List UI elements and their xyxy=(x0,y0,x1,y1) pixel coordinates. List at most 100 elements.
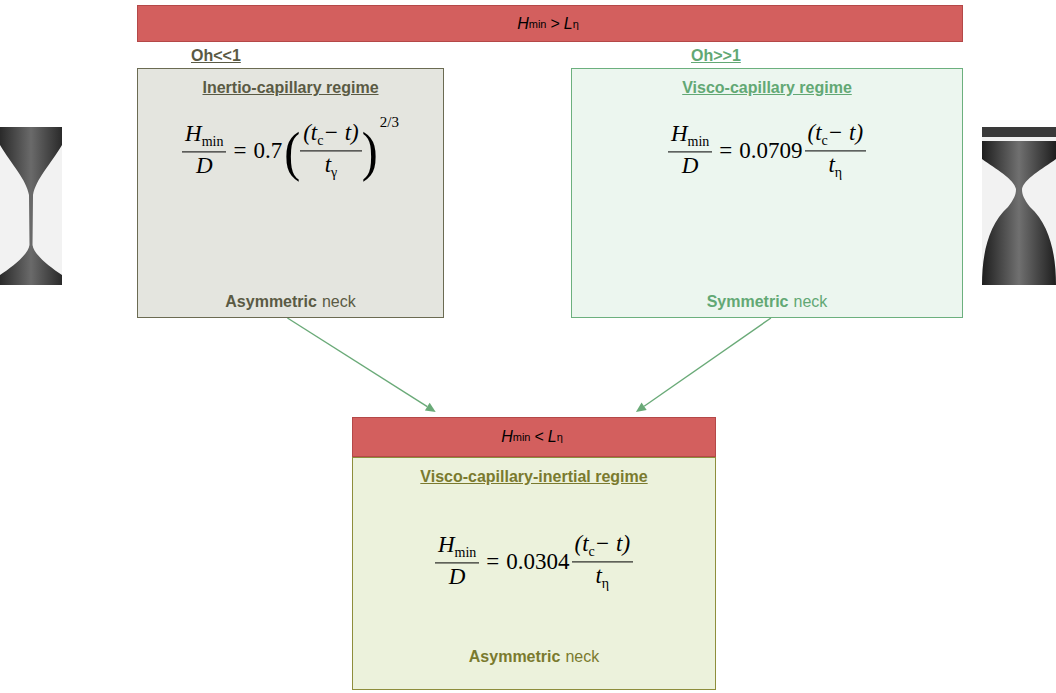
formula-symbol: t xyxy=(595,564,601,589)
formula-symbol: ( xyxy=(284,123,300,178)
text-group: HminD=0.7((tc− t)tγ)2/3 xyxy=(182,120,399,181)
neck-word: neck xyxy=(322,293,356,311)
formula-symbol: min xyxy=(455,546,477,561)
formula-symbol: t xyxy=(828,153,834,178)
ohnesorge-label: Oh<<1 xyxy=(191,47,241,65)
regime-box: Oh<<1Inertio-capillary regimeHminD=0.7((… xyxy=(137,68,444,318)
formula-symbol: 0.0304 xyxy=(506,549,569,575)
arrow-connector xyxy=(287,318,435,412)
arrow-head xyxy=(425,403,436,412)
text-row: Oh<<1 xyxy=(191,47,241,65)
connector-line xyxy=(644,318,771,406)
formula-symbol: min xyxy=(202,135,224,150)
formula-symbol: c xyxy=(822,133,828,148)
fraction: (tc− t)tγ xyxy=(300,120,362,181)
numerator: Hmin xyxy=(435,533,479,564)
text-group: Oh<<1 xyxy=(191,47,241,65)
formula-symbol: H xyxy=(438,533,455,558)
numerator: Hmin xyxy=(182,122,226,153)
arrow-connector xyxy=(636,318,771,412)
formula-symbol: min xyxy=(529,18,547,30)
text-row: Symmetric neck xyxy=(572,293,962,311)
formula-symbol: = xyxy=(719,138,732,164)
fraction: (tc− t)tη xyxy=(572,531,634,592)
neck-word: neck xyxy=(794,293,828,311)
regime-title: Visco-capillary-inertial regime xyxy=(420,468,647,486)
formula-symbol: = xyxy=(486,549,499,575)
formula-symbol: η xyxy=(602,577,609,592)
text-group: HminD=0.0709(tc− t)tη xyxy=(668,120,866,181)
text-row: Hmin<Lη xyxy=(353,428,715,446)
formula-symbol: (t xyxy=(808,120,822,145)
formula-symbol: (t xyxy=(575,531,589,556)
formula-symbol: ) xyxy=(362,123,378,178)
fraction: HminD xyxy=(435,533,479,592)
denominator: tη xyxy=(592,563,612,593)
formula-symbol: c xyxy=(589,544,595,559)
denominator: D xyxy=(679,153,702,180)
connector-line xyxy=(287,318,427,407)
formula-symbol: = xyxy=(233,138,246,164)
arrow-head xyxy=(636,403,647,412)
text-group: Inertio-capillary regime xyxy=(202,79,378,97)
formula-symbol: H xyxy=(185,122,202,147)
denominator: tη xyxy=(825,152,845,182)
formula-symbol: min xyxy=(688,135,710,150)
formula-symbol: min xyxy=(513,431,531,443)
regime-title: Inertio-capillary regime xyxy=(202,79,378,97)
formula-symbol: η xyxy=(557,431,563,443)
text-row: Asymmetricneck xyxy=(353,648,715,666)
text-row: Oh>>1 xyxy=(691,47,741,65)
formula-symbol: t xyxy=(325,153,331,178)
regime-box: Visco-capillary-inertial regimeHminD=0.0… xyxy=(352,457,716,690)
formula-symbol: c xyxy=(317,133,323,148)
formula-symbol: D xyxy=(196,154,213,179)
formula-symbol: < xyxy=(534,428,543,446)
neck-type: Symmetric xyxy=(707,293,789,311)
fraction: HminD xyxy=(668,122,712,181)
neck-word: neck xyxy=(565,648,599,666)
drop-photo-left xyxy=(0,127,62,285)
formula-symbol: D xyxy=(449,565,466,590)
text-group: Hmin>Lη xyxy=(517,15,583,33)
text-row: Inertio-capillary regime xyxy=(138,79,443,97)
formula-symbol: D xyxy=(682,154,699,179)
formula-symbol: γ xyxy=(331,166,337,181)
formula-symbol: η xyxy=(573,18,579,30)
condition-band: Hmin<Lη xyxy=(352,417,716,457)
text-group: Symmetric neck xyxy=(707,293,828,311)
formula-symbol: H xyxy=(517,15,529,33)
regime-box: Oh>>1Visco-capillary regimeHminD=0.0709(… xyxy=(571,68,963,318)
text-group: Asymmetric neck xyxy=(225,293,355,311)
denominator: tγ xyxy=(322,152,341,182)
neck-type: Asymmetric xyxy=(469,648,561,666)
text-group: HminD=0.0304(tc− t)tη xyxy=(435,531,633,592)
numerator: Hmin xyxy=(668,122,712,153)
formula-symbol: 0.0709 xyxy=(739,138,802,164)
formula-symbol: − t) xyxy=(323,120,358,145)
drop-photo-right xyxy=(982,127,1056,285)
formula-symbol: L xyxy=(564,15,573,33)
text-row: HminD=0.0709(tc− t)tη xyxy=(572,120,962,181)
text-row: Visco-capillary-inertial regime xyxy=(353,468,715,486)
numerator: (tc− t) xyxy=(572,531,634,562)
numerator: (tc− t) xyxy=(300,120,362,151)
text-group: Hmin<Lη xyxy=(501,428,567,446)
text-row: HminD=0.0304(tc− t)tη xyxy=(353,531,715,592)
fraction: HminD xyxy=(182,122,226,181)
fraction: (tc− t)tη xyxy=(805,120,867,181)
regime-title: Visco-capillary regime xyxy=(682,79,852,97)
text-group: Visco-capillary regime xyxy=(682,79,852,97)
formula-symbol: η xyxy=(835,166,842,181)
text-row: Hmin>Lη xyxy=(138,15,962,33)
formula-symbol: (t xyxy=(303,120,317,145)
numerator: (tc− t) xyxy=(805,120,867,151)
ohnesorge-label: Oh>>1 xyxy=(691,47,741,65)
text-group: Visco-capillary-inertial regime xyxy=(420,468,647,486)
text-row: Asymmetric neck xyxy=(138,293,443,311)
formula-symbol: 0.7 xyxy=(253,138,282,164)
neck-type: Asymmetric xyxy=(225,293,317,311)
formula-symbol: H xyxy=(671,122,688,147)
text-row: Visco-capillary regime xyxy=(572,79,962,97)
denominator: D xyxy=(446,564,469,591)
